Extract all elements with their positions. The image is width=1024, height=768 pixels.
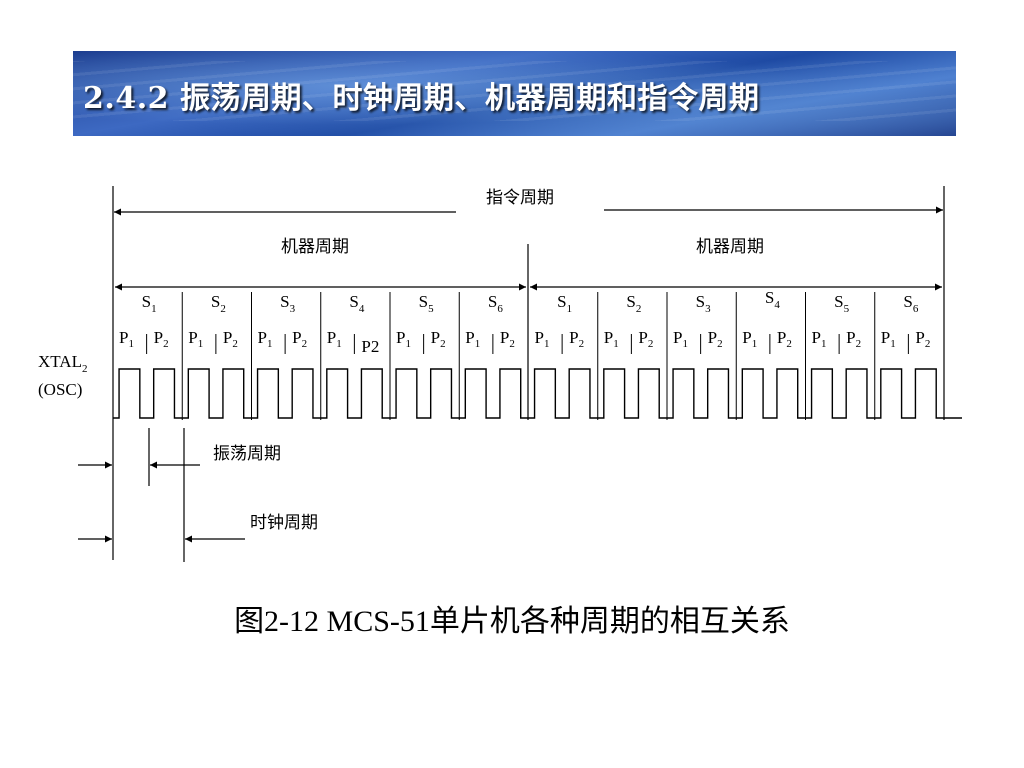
phase-label: P2 — [915, 328, 930, 350]
phase-label: P1 — [604, 328, 619, 350]
phase-label: P2 — [569, 328, 584, 350]
phase-label: P2 — [292, 328, 307, 350]
phase-label: P2 — [638, 328, 653, 350]
state-label: S2 — [211, 292, 226, 315]
phase-label: P1 — [465, 328, 480, 350]
phase-label: P2 — [846, 328, 861, 350]
osc-label: (OSC) — [38, 380, 82, 399]
state-label: S4 — [349, 292, 364, 315]
clock-period-label: 时钟周期 — [250, 513, 318, 532]
oscillation-period-label: 振荡周期 — [213, 444, 281, 463]
phase-label: P1 — [396, 328, 411, 350]
state-label: S2 — [626, 292, 641, 315]
state-label: S4 — [765, 288, 780, 311]
phase-label: P1 — [881, 328, 896, 350]
machine-cycle-2-label: 机器周期 — [696, 237, 764, 256]
machine-cycle-1-label: 机器周期 — [281, 237, 349, 256]
phase-label: P2 — [223, 328, 238, 350]
phase-label: P2 — [708, 328, 723, 350]
state-label: S5 — [419, 292, 434, 315]
instruction-cycle-label: 指令周期 — [486, 188, 554, 207]
phase-label: P1 — [258, 328, 273, 350]
state-label: S6 — [903, 292, 918, 315]
state-label: S6 — [488, 292, 503, 315]
phase-label: P1 — [535, 328, 550, 350]
figure-caption: 图2-12 MCS-51单片机各种周期的相互关系 — [234, 605, 790, 638]
phase-label: P2 — [500, 328, 515, 350]
state-labels: S1 S2 S3 S4 S5 S6 S1 S2 S3 S4 S5 S6 — [142, 288, 919, 315]
oscillator-waveform — [113, 368, 962, 419]
state-dividers — [181, 292, 876, 420]
state-label: S3 — [280, 292, 295, 315]
phase-label: P1 — [188, 328, 203, 350]
state-label: S1 — [557, 292, 572, 315]
phase-labels: P1 P2 P1 P2 P1 P2 P1 P2 P1 P2 P1 P2 P1 P2 P1 P2 P1 P2 P1 P2… — [119, 328, 930, 356]
phase-label: P2 — [154, 328, 169, 350]
phase-label: P1 — [812, 328, 827, 350]
slide-title: 2.4.2 振荡周期、时钟周期、机器周期和指令周期 — [83, 81, 760, 116]
phase-label: P2 — [777, 328, 792, 350]
state-label: S5 — [834, 292, 849, 315]
phase-label: P1 — [742, 328, 757, 350]
phase-label: P1 — [673, 328, 688, 350]
title-banner: 2.4.2 振荡周期、时钟周期、机器周期和指令周期 — [73, 51, 956, 136]
state-label: S1 — [142, 292, 157, 315]
phase-label: P2 — [431, 328, 446, 350]
phase-label: P2 — [361, 337, 379, 356]
phase-label: P1 — [119, 328, 134, 350]
state-label: S3 — [696, 292, 711, 315]
xtal-label: XTAL2 — [38, 352, 87, 375]
phase-label: P1 — [327, 328, 342, 350]
phase-ticks — [146, 334, 909, 354]
